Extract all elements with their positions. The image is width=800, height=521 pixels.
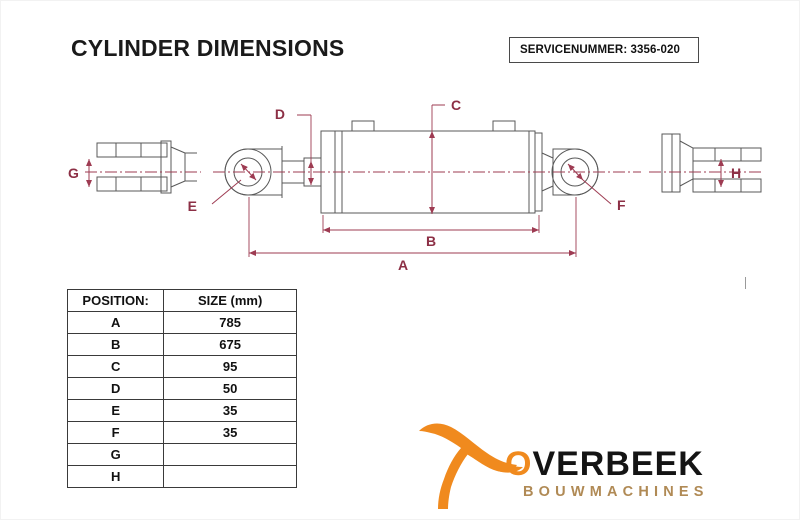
dimension-label-H: H <box>731 165 741 181</box>
dimension-label-D: D <box>275 106 285 122</box>
cell-size: 95 <box>163 355 297 378</box>
table-header-row: POSITION: SIZE (mm) <box>66 289 297 312</box>
table-row: C 95 <box>66 355 297 378</box>
port-boss-left <box>351 120 375 132</box>
table-row: G <box>66 443 297 466</box>
page-title: CYLINDER DIMENSIONS <box>71 35 345 61</box>
cell-size: 35 <box>163 399 297 422</box>
header-size: SIZE (mm) <box>163 289 297 312</box>
dimension-label-B: B <box>426 233 436 249</box>
dimensions-table: POSITION: SIZE (mm) A 785 B 675 C 95 D 5… <box>66 289 297 488</box>
cell-size <box>163 465 297 488</box>
header-position: POSITION: <box>66 289 165 312</box>
right-end-view <box>661 133 762 193</box>
service-number-text: SERVICENUMMER: 3356-020 <box>520 44 680 56</box>
table-row: B 675 <box>66 333 297 356</box>
dimension-F <box>567 163 612 205</box>
dimension-label-F: F <box>617 197 626 213</box>
cell-size: 35 <box>163 421 297 444</box>
cell-position: C <box>66 355 165 378</box>
dimension-B <box>322 215 540 233</box>
dimension-A <box>248 197 577 257</box>
dimension-label-A: A <box>398 257 408 273</box>
dimension-C <box>429 104 445 214</box>
cell-position: H <box>66 465 165 488</box>
table-row: H <box>66 465 297 488</box>
dimension-D <box>297 114 314 185</box>
service-number-box: SERVICENUMMER: 3356-020 <box>509 37 699 63</box>
cell-position: D <box>66 377 165 400</box>
company-logo: OVERBEEK BOUWMACHINES <box>413 419 743 509</box>
table-row: D 50 <box>66 377 297 400</box>
cell-position: G <box>66 443 165 466</box>
cell-position: F <box>66 421 165 444</box>
cell-position: E <box>66 399 165 422</box>
table-row: E 35 <box>66 399 297 422</box>
cell-size: 675 <box>163 333 297 356</box>
dimension-label-E: E <box>188 198 197 214</box>
logo-lead-letter: O <box>505 445 533 483</box>
logo-subtitle: BOUWMACHINES <box>523 484 709 500</box>
cell-position: B <box>66 333 165 356</box>
excavator-bucket-icon <box>419 423 523 509</box>
cell-position: A <box>66 311 165 334</box>
dimension-label-C: C <box>451 97 461 113</box>
cell-size: 785 <box>163 311 297 334</box>
table-row: F 35 <box>66 421 297 444</box>
cylinder-assembly <box>224 120 599 214</box>
logo-word-rest: VERBEEK <box>532 445 704 483</box>
dimension-label-G: G <box>68 165 79 181</box>
logo-wordmark: OVERBEEK <box>505 447 704 481</box>
cell-size <box>163 443 297 466</box>
table-row: A 785 <box>66 311 297 334</box>
left-end-view <box>96 140 197 194</box>
dimension-E <box>211 163 257 205</box>
stray-mark <box>745 277 746 289</box>
cell-size: 50 <box>163 377 297 400</box>
port-boss-right <box>492 120 516 132</box>
